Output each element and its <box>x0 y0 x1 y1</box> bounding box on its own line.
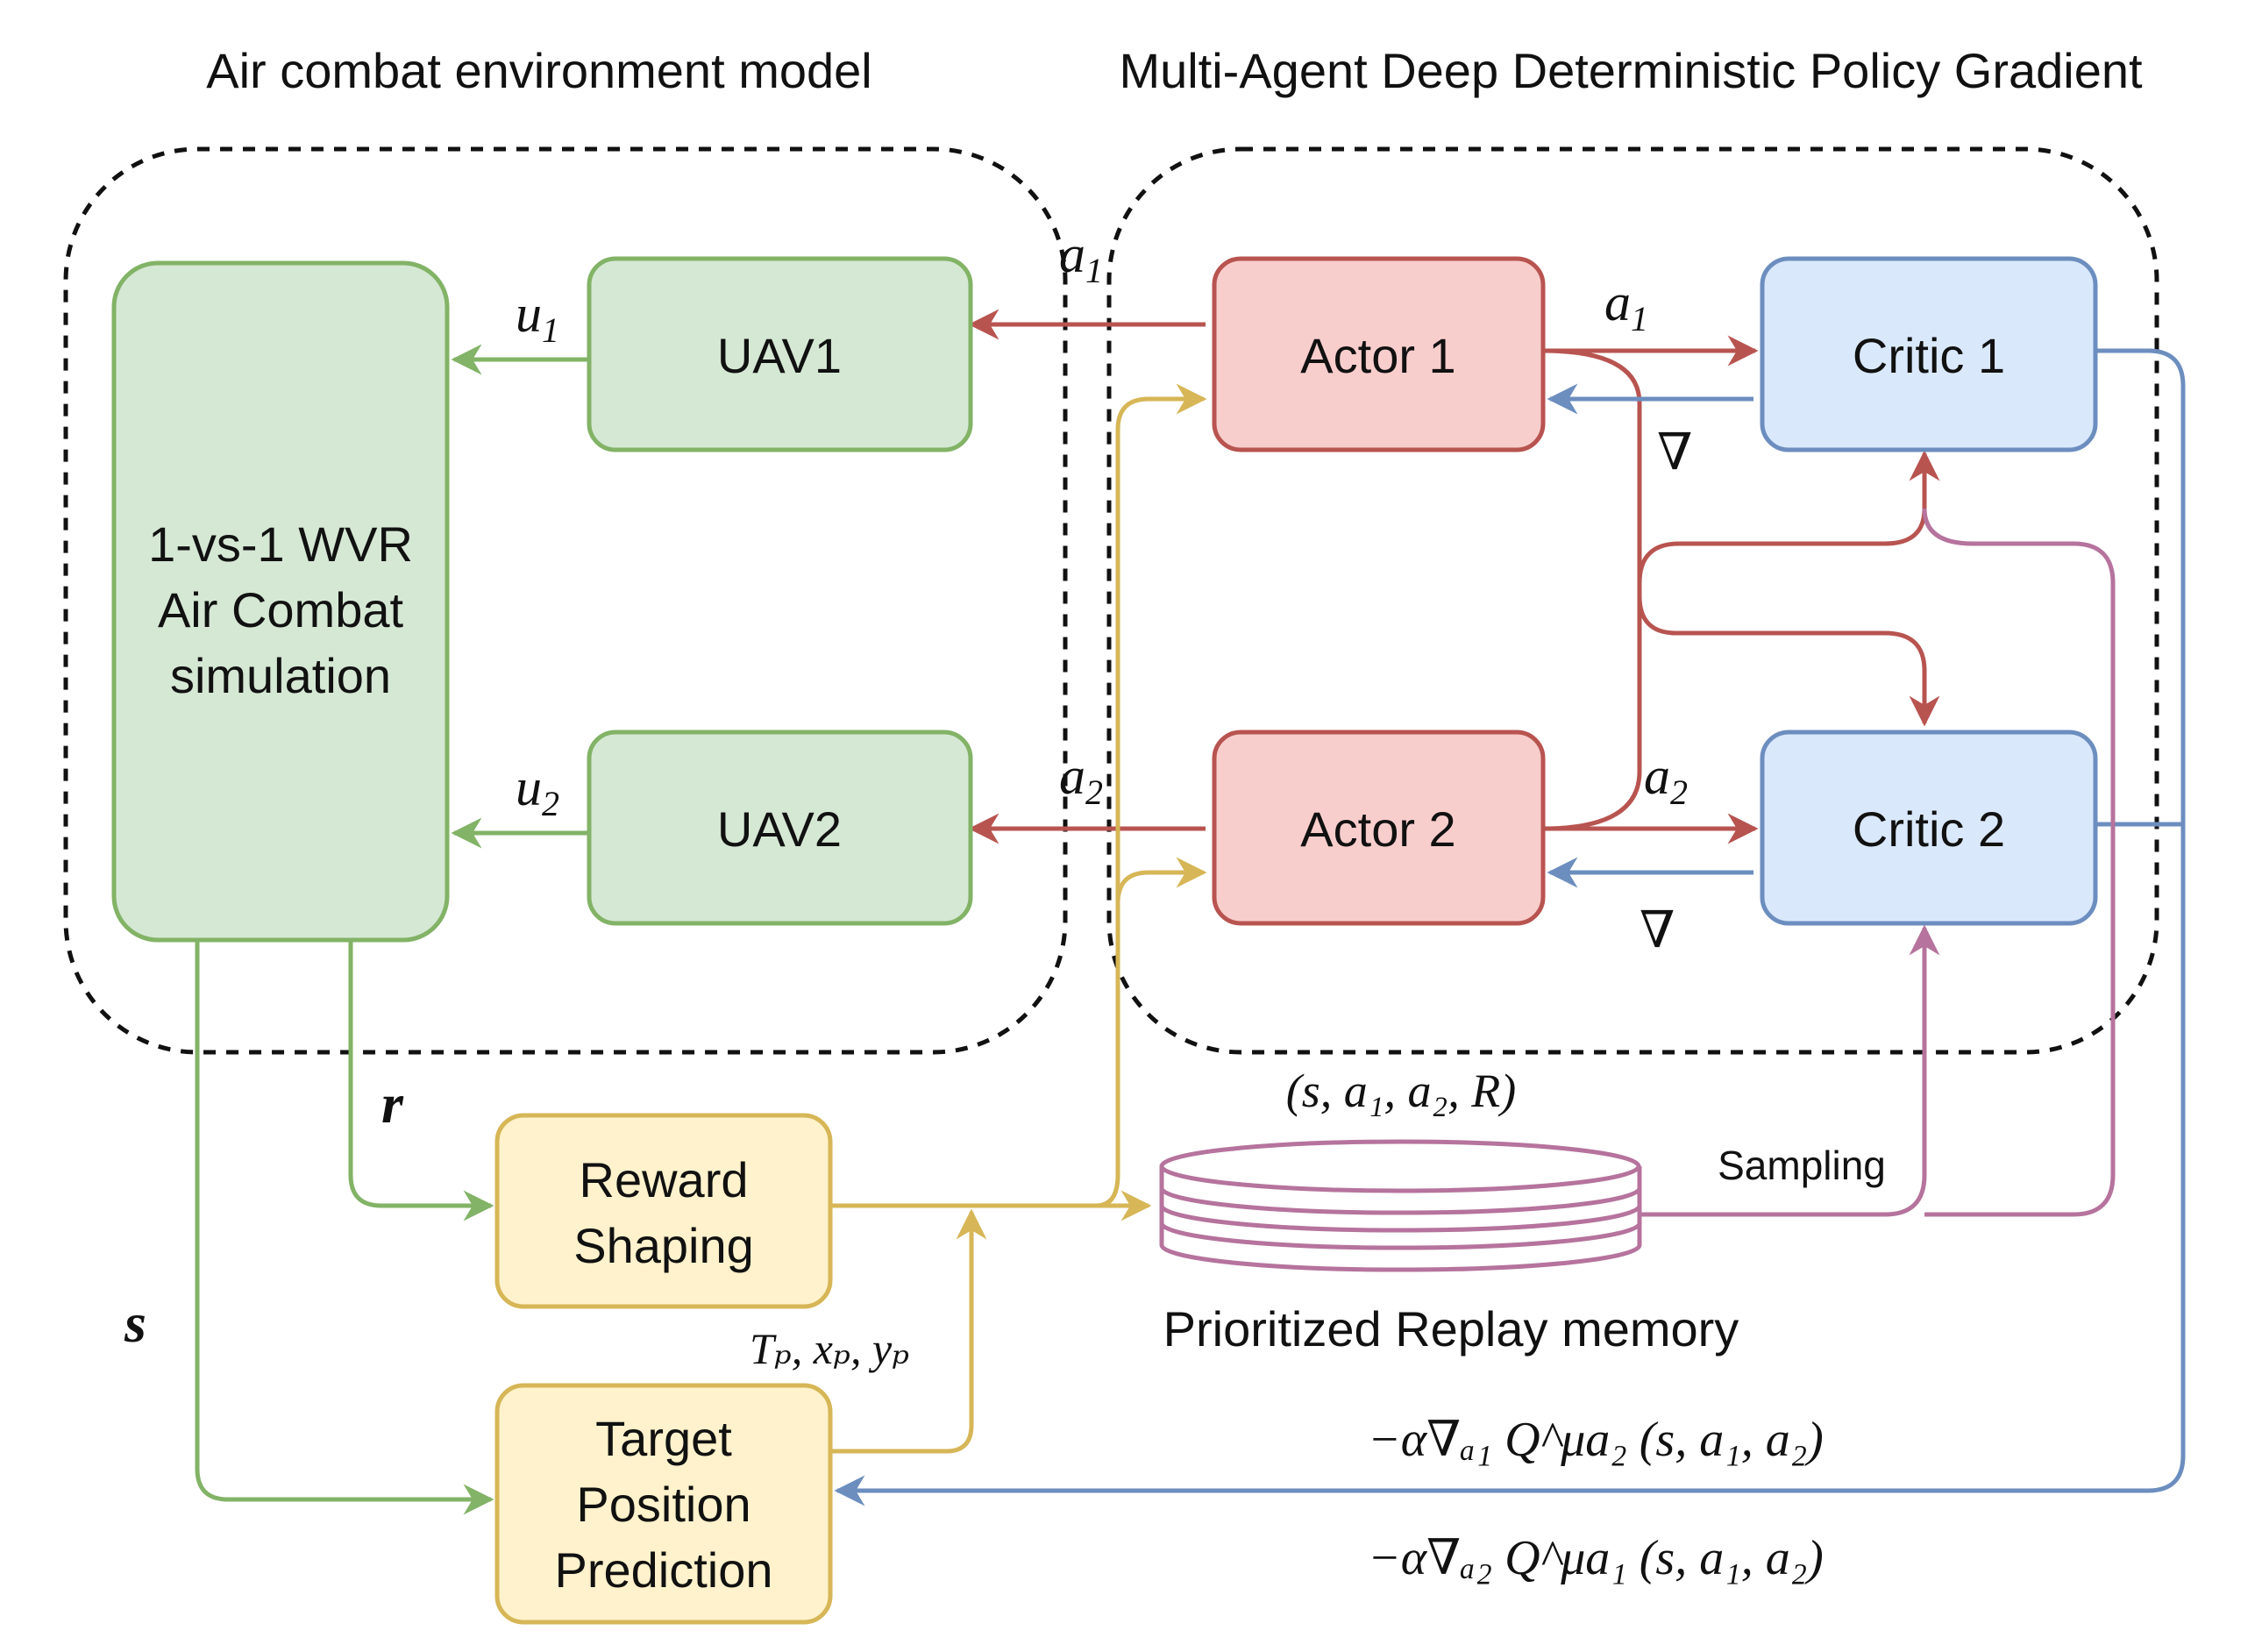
reward-shaping-box: Reward Shaping <box>494 1113 833 1309</box>
sampling-to-critic2-arrow <box>1640 924 1940 1217</box>
a2-uav-label: a2 <box>1059 747 1103 812</box>
sim-label-line1: 1-vs-1 WVR <box>148 516 413 572</box>
reward-r-arrow <box>348 940 494 1221</box>
critic1-label: Critic 1 <box>1853 328 2005 383</box>
uav2-box: UAV2 <box>587 730 973 926</box>
reward-label-line2: Shaping <box>573 1218 754 1273</box>
sampling-label: Sampling <box>1718 1143 1886 1188</box>
shaped-reward-to-actor2-arrow <box>1115 857 1207 904</box>
uav1-box: UAV1 <box>587 256 973 452</box>
target-prediction-box: Target Position Prediction <box>494 1383 833 1625</box>
formula-actor1-gradient: −α∇ₐ₁ Q^μa₂ (s, a₁, a₂) <box>1368 1413 1824 1467</box>
a2-critic-label: a2 <box>1644 747 1688 812</box>
a1-critic-label: a1 <box>1604 274 1648 338</box>
tp-xp-yp-label: Tₚ, xₚ, yₚ <box>750 1324 909 1373</box>
critic2-box: Critic 2 <box>1760 730 2098 926</box>
s-label: s <box>124 1292 146 1354</box>
u2-label: u2 <box>516 758 559 823</box>
a2-to-critic1-arrow <box>1542 450 1940 831</box>
critic1-box: Critic 1 <box>1760 256 2098 452</box>
env-section-title: Air combat environment model <box>206 43 871 98</box>
actor2-box: Actor 2 <box>1212 730 1546 926</box>
replay-memory-label: Prioritized Replay memory <box>1163 1301 1739 1356</box>
reward-label-line1: Reward <box>580 1152 749 1207</box>
a1-to-critic2-arrow <box>1542 348 1940 727</box>
maddpg-group-border <box>1106 146 2159 1055</box>
sampling-to-critic1-line <box>1922 508 2116 1217</box>
grad-label-2: ∇ <box>1640 901 1675 958</box>
r-label: r <box>381 1072 404 1135</box>
actor1-label: Actor 1 <box>1300 328 1455 383</box>
target-label-line3: Prediction <box>554 1542 772 1598</box>
grad-label-1: ∇ <box>1657 424 1693 481</box>
state-s-arrow <box>195 940 494 1515</box>
uav2-label: UAV2 <box>717 801 842 857</box>
formula-actor2-gradient: −α∇ₐ₂ Q^μa₁ (s, a₁, a₂) <box>1368 1531 1824 1585</box>
critic-grad-to-prediction-arrow <box>834 348 2186 1506</box>
uav1-label: UAV1 <box>717 328 842 383</box>
memory-tuple-label: (s, a₁, a₂, R) <box>1286 1065 1517 1117</box>
sim-label-line3: simulation <box>170 648 391 703</box>
replay-memory-icon <box>1159 1139 1642 1272</box>
target-label-line2: Position <box>576 1477 750 1532</box>
u1-label: u1 <box>516 285 559 350</box>
actor2-label: Actor 2 <box>1300 801 1455 857</box>
critic2-label: Critic 2 <box>1853 801 2005 857</box>
target-label-line1: Target <box>595 1411 732 1466</box>
sim-box: 1-vs-1 WVR Air Combat simulation <box>111 260 450 943</box>
actor1-box: Actor 1 <box>1212 256 1546 452</box>
sim-label-line2: Air Combat <box>158 582 404 637</box>
a1-uav-label: a1 <box>1059 225 1103 290</box>
env-group-border <box>63 146 1068 1055</box>
prediction-to-reward-arrow <box>829 1208 987 1454</box>
maddpg-section-title: Multi-Agent Deep Deterministic Policy Gr… <box>1119 43 2143 98</box>
